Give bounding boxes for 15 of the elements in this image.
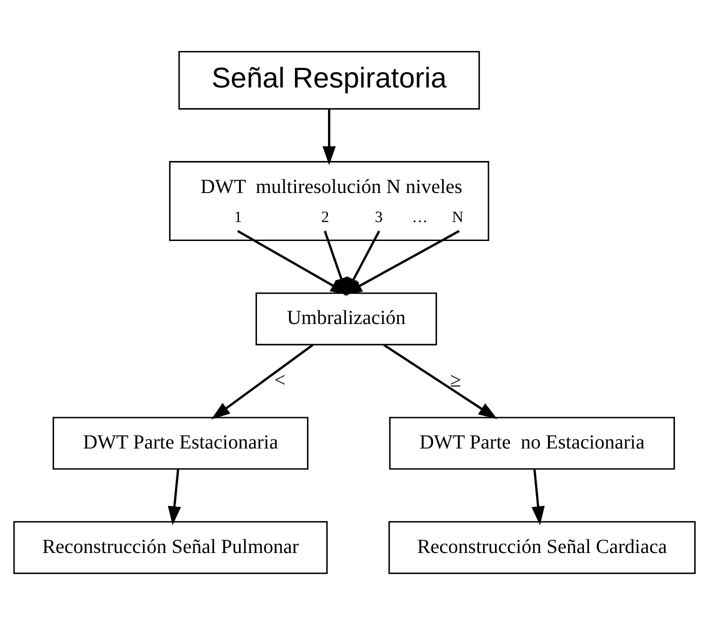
- node-box: Reconstrucción Señal Cardiaca: [388, 521, 696, 574]
- arrow: [532, 469, 545, 526]
- arrow: [168, 469, 181, 526]
- edge-label: ≥: [450, 369, 462, 392]
- node-box: Señal Respiratoria: [178, 51, 480, 110]
- node-box: DWT Parte no Estacionaria: [389, 416, 675, 470]
- edge-label: <: [274, 369, 286, 392]
- node-box: DWT multiresolución N niveles 1 2 3 … N: [169, 161, 490, 242]
- arrow: [211, 344, 314, 420]
- arrow: [322, 109, 336, 166]
- arrow: [343, 230, 460, 295]
- node-box: Umbralización: [256, 292, 438, 346]
- node-box: DWT Parte Estacionaria: [52, 416, 308, 470]
- node-box: Reconstrucción Señal Pulmonar: [13, 521, 328, 574]
- arrow: [383, 344, 498, 420]
